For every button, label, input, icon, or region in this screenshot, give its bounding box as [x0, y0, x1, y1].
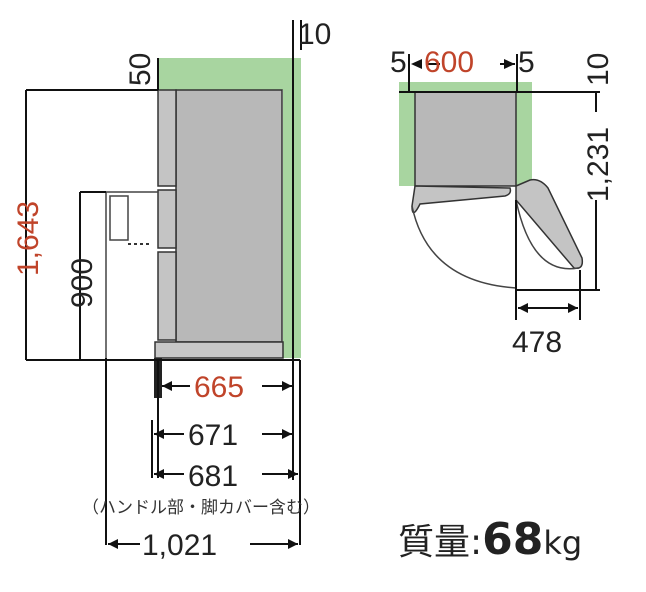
- door-height-label: 900: [66, 258, 99, 308]
- top-back-clearance: [399, 82, 532, 92]
- depth-body-label: 665: [194, 371, 244, 404]
- depth-with-door-label: 671: [188, 419, 238, 452]
- weight-unit: kg: [543, 524, 582, 562]
- top-body: [414, 91, 517, 187]
- top-view: 5 600 5 10 1,231 478: [390, 46, 615, 359]
- left-swing-arc: [411, 205, 517, 289]
- right-swing-arc: [515, 199, 579, 270]
- side-clearance-label: 10: [298, 18, 331, 51]
- door-upper: [157, 89, 177, 187]
- door-swing-width-label: 478: [512, 326, 562, 359]
- weight-label: 質量: [398, 522, 470, 563]
- fridge-body: [175, 89, 283, 343]
- depth-total-label: 681: [188, 460, 238, 493]
- door-open-depth-label: 1,231: [582, 127, 615, 202]
- handle-note: （ハンドル部・脚カバー含む）: [82, 498, 320, 518]
- top-right-clearance-label: 5: [518, 46, 535, 79]
- top-clearance-label: 50: [124, 53, 157, 86]
- top-clearance-zone: [158, 58, 301, 90]
- svg-text:質量:68kg: 質量:68kg: [398, 514, 582, 565]
- fridge-base: [154, 341, 284, 359]
- right-door: [515, 178, 584, 270]
- top-left-clearance-label: 5: [390, 46, 407, 79]
- top-width-label: 600: [424, 46, 474, 79]
- total-height-label: 1,643: [12, 201, 45, 276]
- door-middle: [157, 189, 177, 249]
- depth-door-open-label: 1,021: [142, 529, 217, 562]
- top-left-clearance: [399, 82, 415, 186]
- top-right-clearance: [516, 82, 532, 186]
- left-door: [411, 185, 512, 214]
- weight-value: 68: [482, 514, 543, 565]
- weight-separator: :: [470, 522, 482, 563]
- side-view: 50 10 1,643 900 665 671 681 （ハンドル部・脚カバー含…: [12, 18, 331, 562]
- door-lower: [157, 251, 177, 341]
- weight-spec: 質量:68kg: [398, 514, 582, 565]
- top-back-clearance-label: 10: [582, 53, 615, 86]
